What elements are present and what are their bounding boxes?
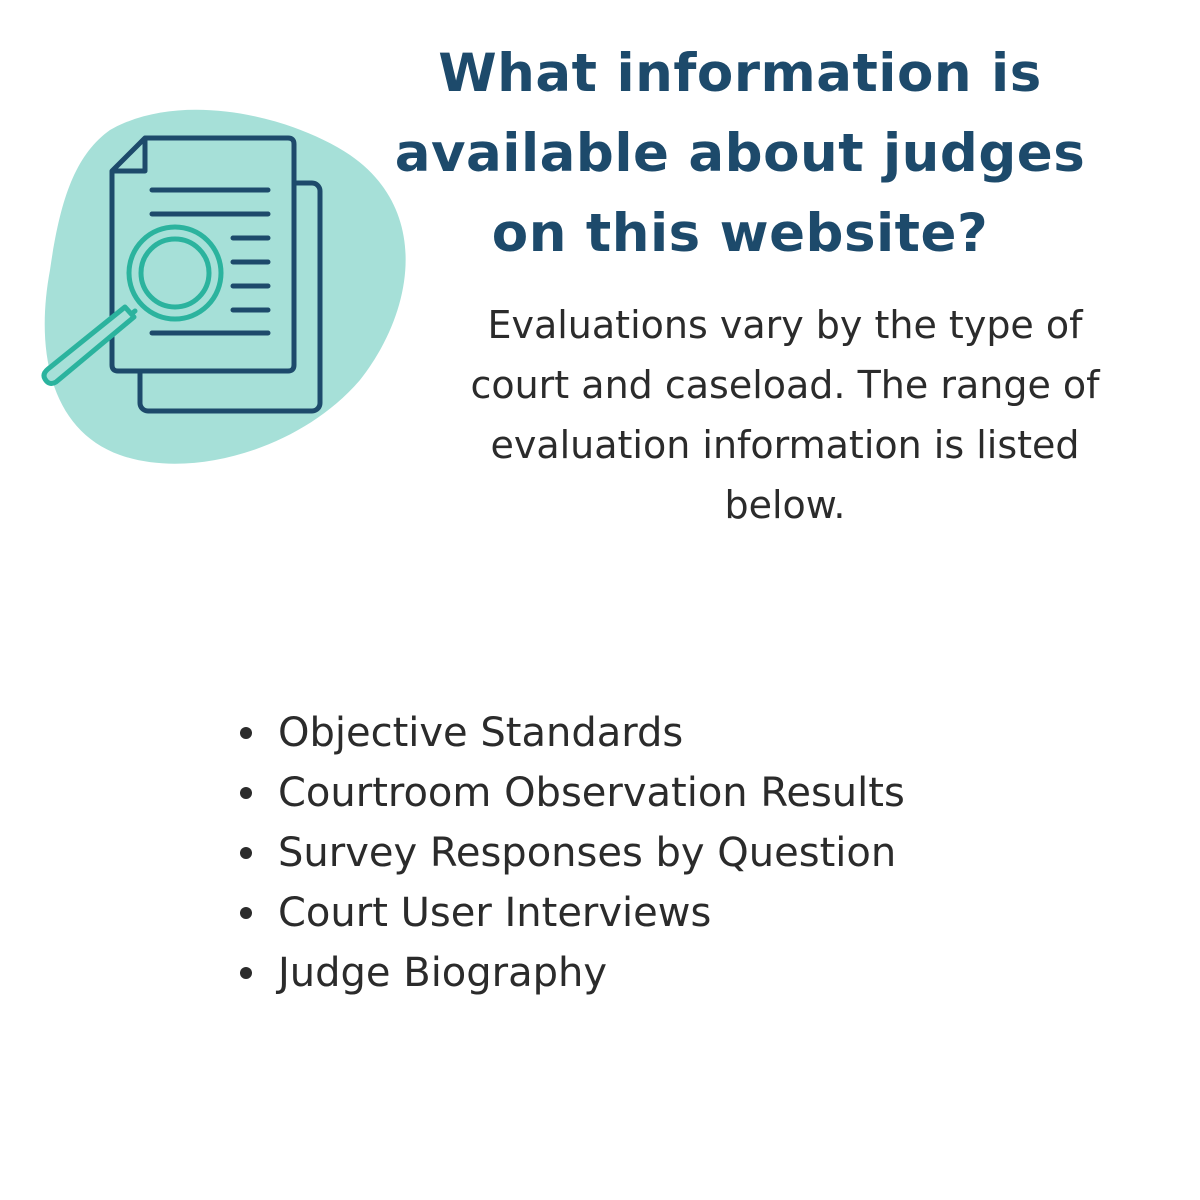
bullet-icon	[240, 907, 252, 919]
list-item: Court User Interviews	[240, 883, 905, 943]
title-line: What information is	[438, 43, 1042, 104]
list-item-label: Survey Responses by Question	[278, 830, 897, 876]
intro-line: below.	[724, 483, 846, 527]
intro-paragraph: Evaluations vary by the type of court an…	[410, 295, 1160, 535]
bullet-icon	[240, 967, 252, 979]
list-item-label: Judge Biography	[278, 950, 608, 996]
list-item: Courtroom Observation Results	[240, 763, 905, 823]
list-item-label: Objective Standards	[278, 710, 684, 756]
magnifier	[41, 224, 224, 386]
title-line: available about judges	[394, 123, 1086, 184]
list-item-label: Court User Interviews	[278, 890, 712, 936]
intro-line: Evaluations vary by the type of	[487, 303, 1083, 347]
bullet-icon	[240, 727, 252, 739]
list-item: Judge Biography	[240, 943, 905, 1003]
page-title: What information is available about judg…	[360, 34, 1120, 274]
document-search-icon	[41, 109, 406, 464]
list-item: Survey Responses by Question	[240, 823, 905, 883]
document-text-lines	[149, 187, 271, 336]
title-line: on this website?	[491, 203, 989, 264]
intro-line: evaluation information is listed	[490, 423, 1080, 467]
list-item-label: Courtroom Observation Results	[278, 770, 905, 816]
bullet-icon	[240, 847, 252, 859]
document-fold	[112, 138, 148, 174]
intro-line: court and caseload. The range of	[470, 363, 1100, 407]
bullet-icon	[240, 787, 252, 799]
list-item: Objective Standards	[240, 703, 905, 763]
information-list: Objective Standards Courtroom Observatio…	[240, 703, 905, 1003]
